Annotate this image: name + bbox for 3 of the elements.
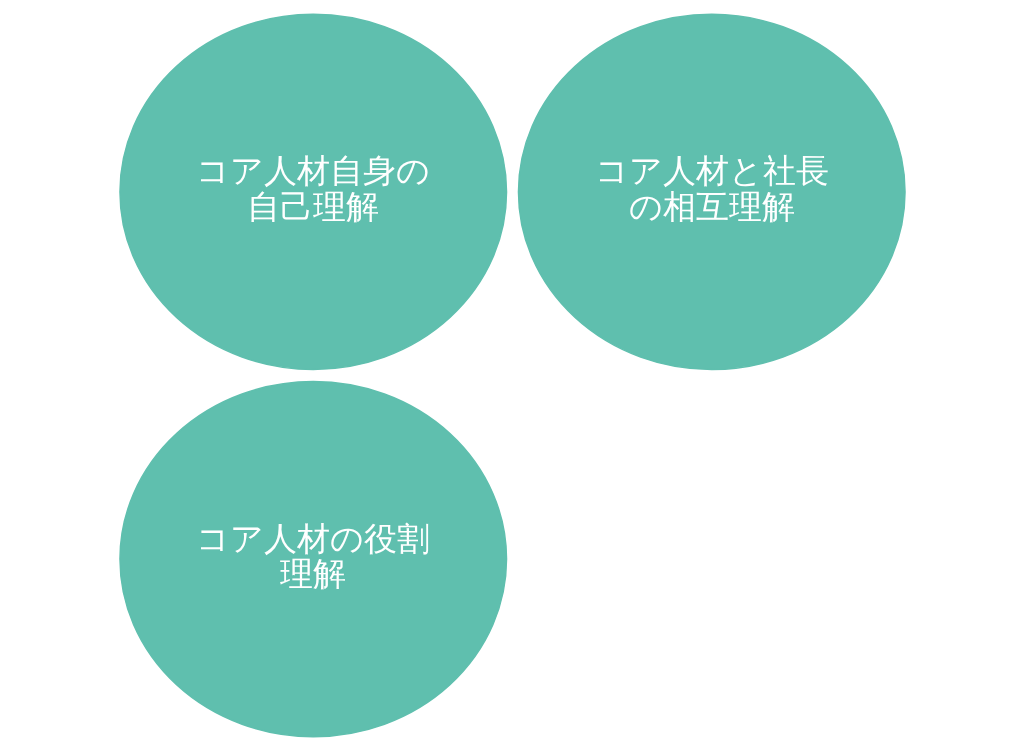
node-circle: コア人材自身の自己理解 — [118, 13, 507, 371]
node-circle: コア人材と社長の相互理解 — [517, 13, 906, 371]
node-circle: コア人材の役割理解 — [118, 380, 507, 738]
